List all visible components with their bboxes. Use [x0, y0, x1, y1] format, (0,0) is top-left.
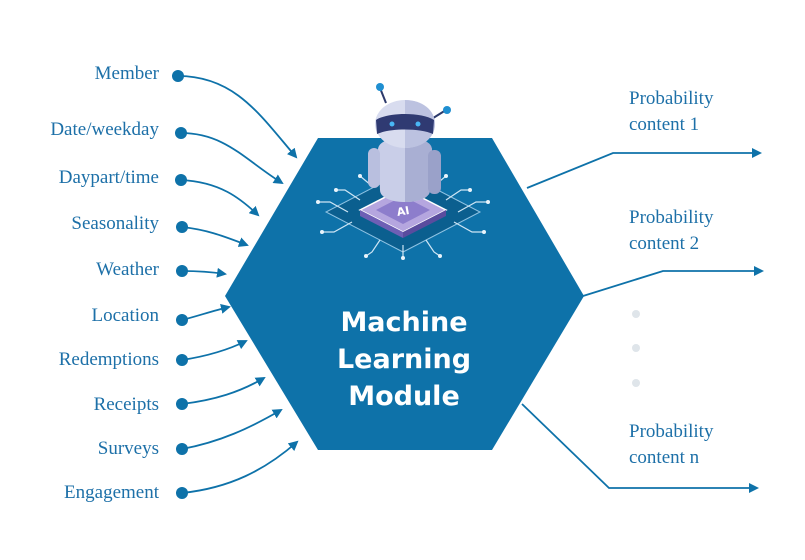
output-connector-2 [582, 266, 764, 297]
input-dot [176, 443, 188, 455]
connector-surveys [181, 408, 283, 450]
connector-daypart-time [180, 179, 260, 217]
connector-location [181, 303, 231, 321]
module-title-line-2: Learning [336, 344, 472, 375]
connector-redemptions [181, 340, 248, 361]
module-title-line-1: Machine [340, 307, 468, 338]
output-label-1-line-1: Probability [629, 88, 714, 109]
output-label-2: Probability content 2 [629, 205, 789, 257]
connector-receipts [181, 376, 266, 405]
input-label-daypart-time: Daypart/time [58, 167, 159, 188]
ellipsis-dot [632, 344, 640, 352]
output-label-n: Probability content n [629, 419, 789, 471]
input-label-location: Location [91, 305, 159, 326]
robot-icon [368, 83, 451, 202]
input-dot [175, 127, 187, 139]
input-dot [175, 174, 187, 186]
output-label-2-line-1: Probability [629, 207, 714, 228]
ellipsis-dot [632, 379, 640, 387]
output-label-1: Probability content 1 [629, 86, 789, 138]
input-label-date-weekday: Date/weekday [50, 119, 159, 140]
input-dot [176, 354, 188, 366]
module-title-line-3: Module [348, 381, 460, 412]
output-connector-1 [526, 148, 762, 189]
connector-member [177, 75, 298, 159]
input-dot [176, 221, 188, 233]
input-dot [172, 70, 184, 82]
chip-label: AI [396, 204, 411, 219]
input-label-receipts: Receipts [93, 394, 159, 415]
output-label-2-line-2: content 2 [629, 233, 700, 254]
module-hexagon [225, 138, 584, 450]
connector-date-weekday [180, 132, 284, 185]
module-title: Machine Learning Module [294, 304, 514, 415]
input-label-seasonality: Seasonality [71, 213, 159, 234]
input-dot [176, 487, 188, 499]
input-label-member: Member [94, 63, 159, 84]
input-dot [176, 265, 188, 277]
connector-engagement [181, 440, 299, 494]
ellipsis-dot [632, 310, 640, 318]
input-label-engagement: Engagement [64, 482, 159, 503]
input-label-redemptions: Redemptions [58, 349, 159, 370]
input-dot [176, 314, 188, 326]
output-label-1-line-2: content 1 [629, 114, 700, 135]
output-label-n-line-1: Probability [629, 421, 714, 442]
circuit-board-illustration [316, 171, 490, 260]
input-dot [176, 398, 188, 410]
connector-weather [181, 267, 227, 278]
output-label-n-line-2: content n [629, 447, 700, 468]
input-label-surveys: Surveys [97, 438, 159, 459]
connector-seasonality [181, 226, 249, 247]
input-label-weather: Weather [96, 259, 159, 280]
output-connector-n [521, 403, 759, 493]
